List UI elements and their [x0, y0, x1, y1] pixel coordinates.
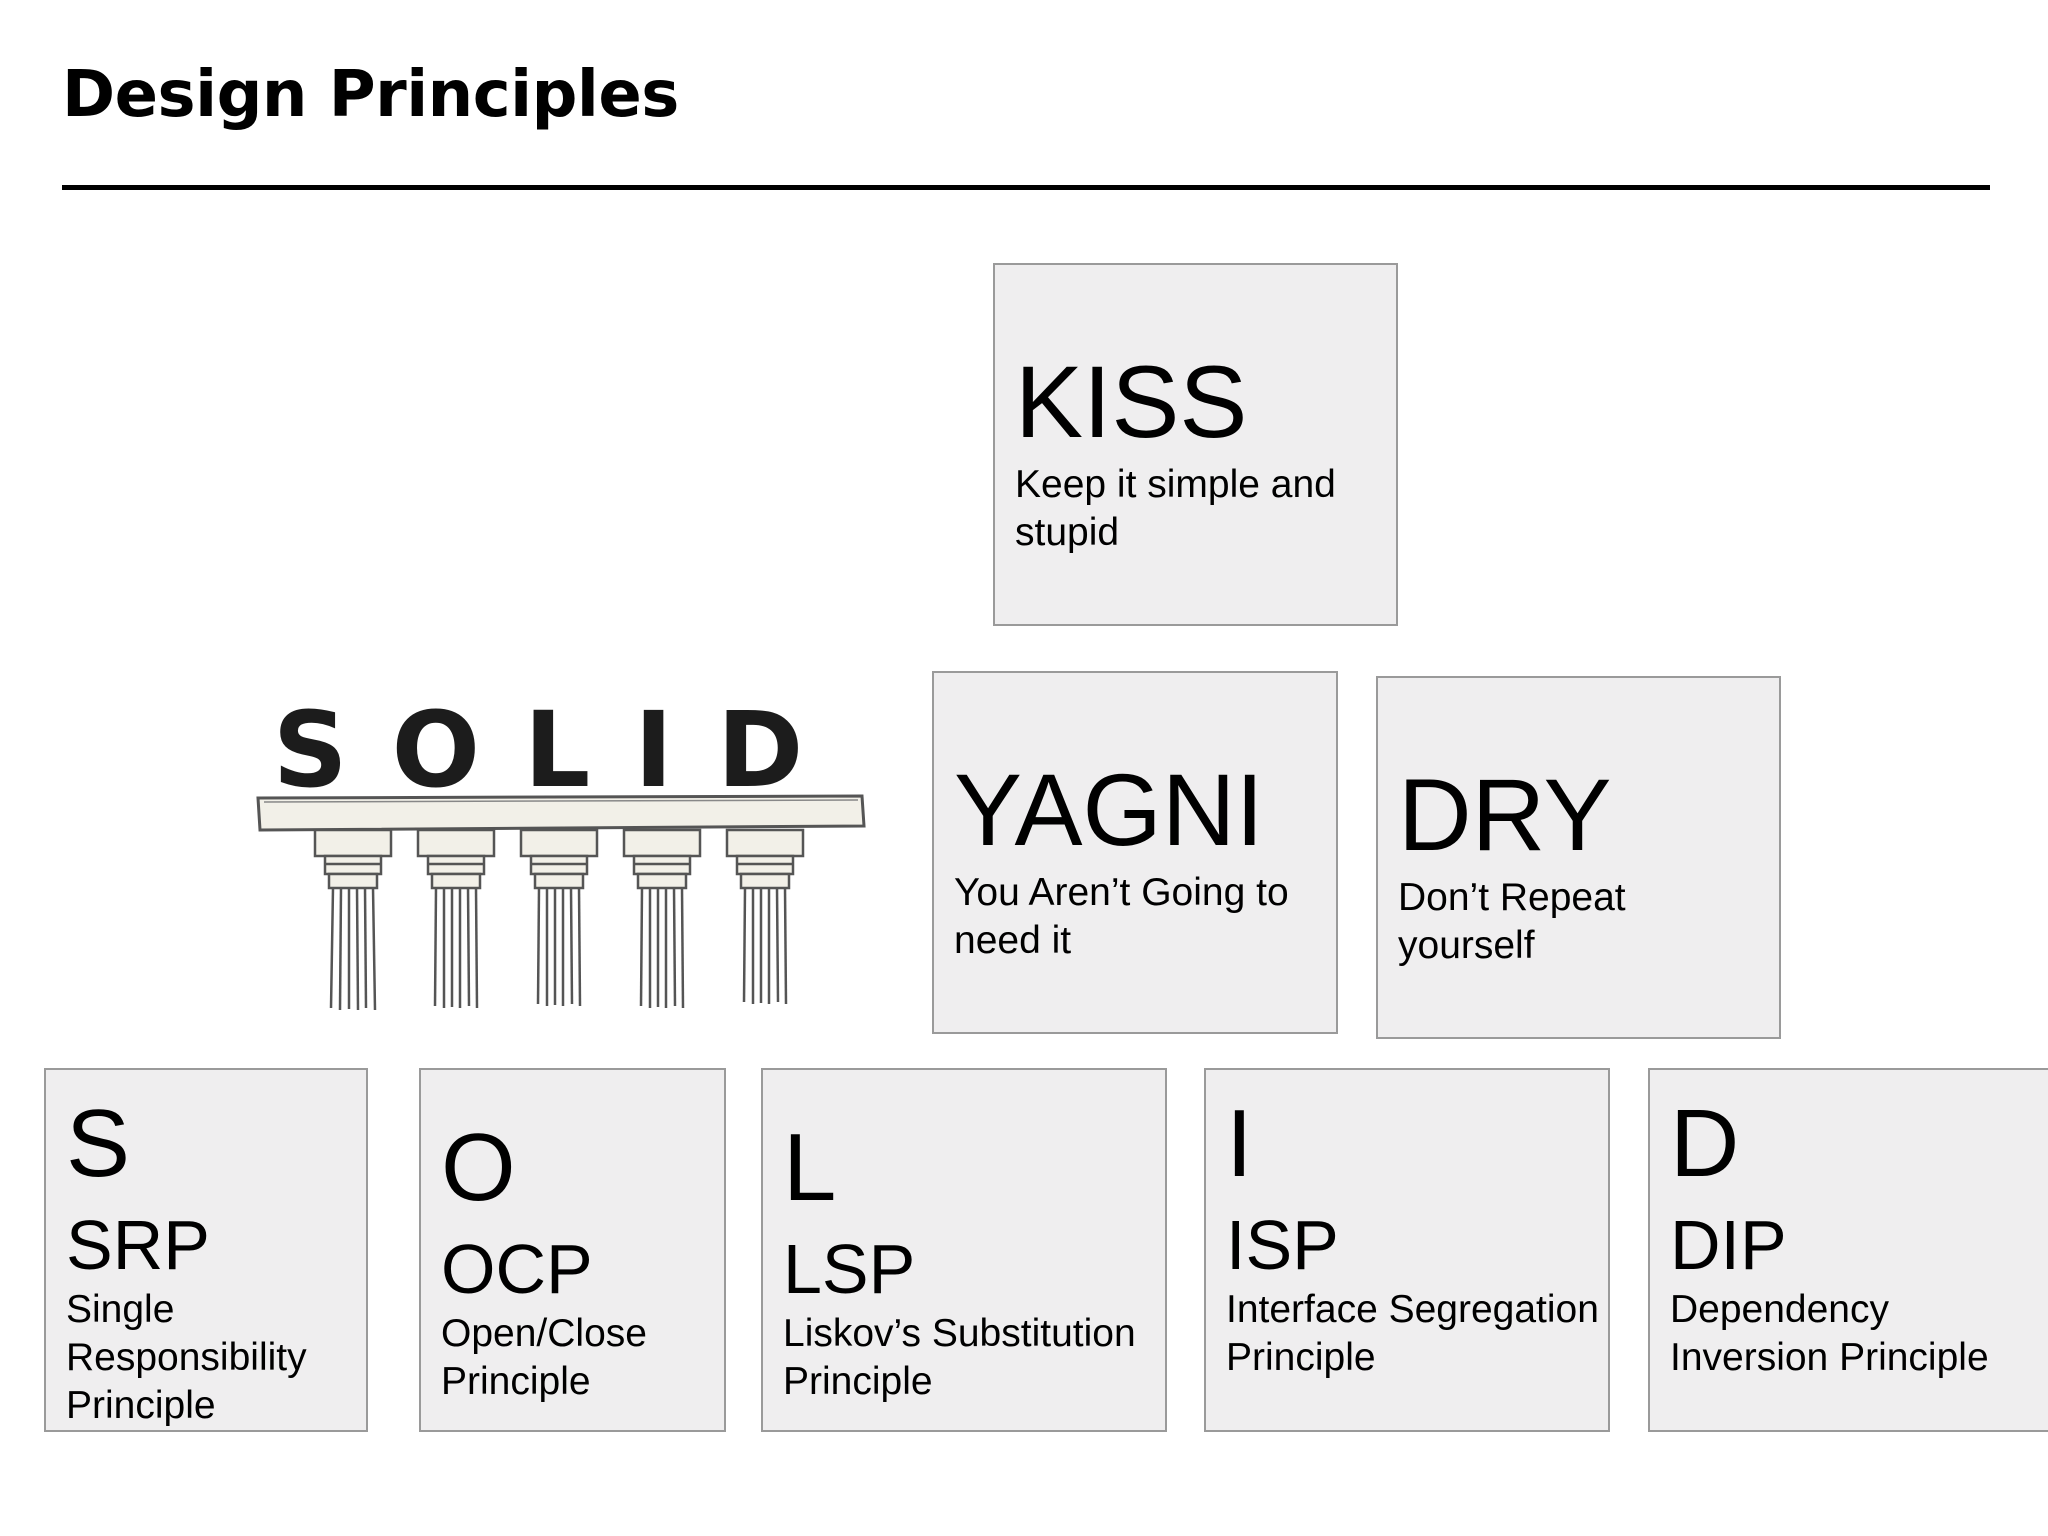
ocp-description: Open/Close Principle [441, 1310, 726, 1406]
srp-acronym: SRP [66, 1210, 210, 1280]
dip-description: Dependency Inversion Principle [1670, 1286, 2048, 1382]
dip-letter: D [1670, 1096, 1739, 1192]
yagni-box: YAGNI You Aren’t Going to need it [932, 671, 1338, 1034]
dip-acronym: DIP [1670, 1210, 1787, 1280]
ocp-acronym: OCP [441, 1234, 593, 1304]
ocp-letter: O [441, 1120, 516, 1216]
kiss-box: KISS Keep it simple and stupid [993, 263, 1398, 626]
dry-acronym: DRY [1398, 764, 1612, 866]
yagni-description: You Aren’t Going to need it [954, 869, 1334, 965]
srp-letter: S [66, 1096, 130, 1192]
dip-box: D DIP Dependency Inversion Principle [1648, 1068, 2048, 1432]
srp-description: Single Responsibility Principle [66, 1286, 366, 1430]
lsp-letter: L [783, 1120, 836, 1216]
isp-acronym: ISP [1226, 1210, 1339, 1280]
yagni-acronym: YAGNI [954, 759, 1264, 861]
page-title: Design Principles [62, 52, 679, 138]
lsp-description: Liskov’s Substitution Principle [783, 1310, 1167, 1406]
isp-letter: I [1226, 1096, 1253, 1192]
srp-box: S SRP Single Responsibility Principle [44, 1068, 368, 1432]
isp-description: Interface Segregation Principle [1226, 1286, 1606, 1382]
title-divider [62, 185, 1990, 190]
kiss-description: Keep it simple and stupid [1015, 461, 1385, 557]
dry-description: Don’t Repeat yourself [1398, 874, 1768, 970]
ocp-box: O OCP Open/Close Principle [419, 1068, 726, 1432]
kiss-acronym: KISS [1015, 351, 1247, 453]
lsp-box: L LSP Liskov’s Substitution Principle [761, 1068, 1167, 1432]
pillars-icon [250, 680, 870, 1020]
isp-box: I ISP Interface Segregation Principle [1204, 1068, 1610, 1432]
solid-pillars-illustration: SOLID [250, 680, 870, 1020]
lsp-acronym: LSP [783, 1234, 915, 1304]
dry-box: DRY Don’t Repeat yourself [1376, 676, 1781, 1039]
